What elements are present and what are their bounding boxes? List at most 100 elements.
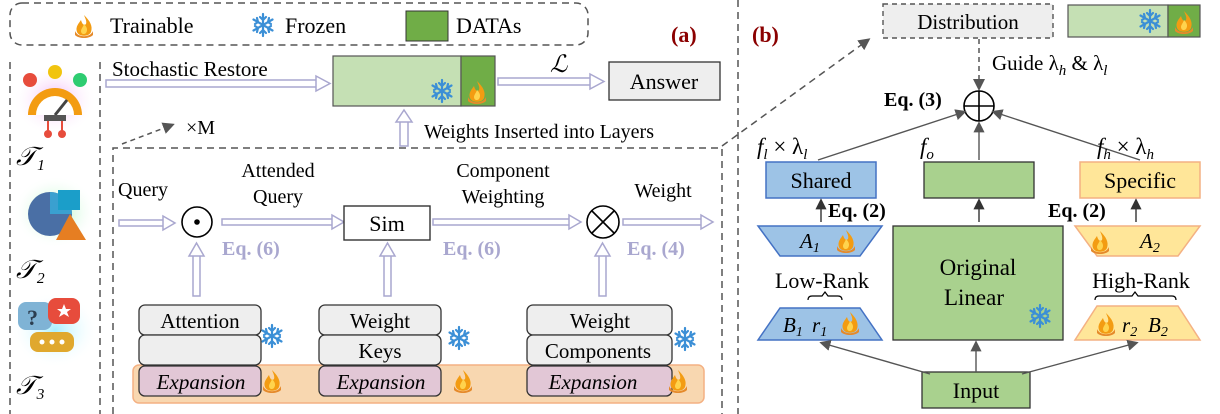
- task-1-label: 𝒯₁: [16, 142, 45, 171]
- snowflake-icon: [674, 326, 696, 352]
- attended-label-2: Query: [253, 186, 303, 208]
- b2-trapezoid: [1073, 305, 1202, 341]
- weights-inserted-arrow: [394, 108, 414, 147]
- attended-arrow: [221, 213, 346, 231]
- eq6-right: Eq. (6): [443, 238, 501, 260]
- original-linear-label-2: Linear: [944, 285, 1004, 310]
- panel-b-label: (b): [752, 22, 779, 47]
- component-label-2: Weighting: [462, 186, 545, 208]
- r2-label: r2: [1122, 313, 1137, 340]
- weight-components-module: [526, 304, 696, 397]
- low-rank-label: Low-Rank: [775, 268, 869, 293]
- eq2-right: Eq. (2): [1048, 200, 1106, 222]
- eq2-left: Eq. (2): [828, 200, 886, 222]
- weighting-arrow: [432, 213, 583, 231]
- legend: Trainable Frozen DATAs: [9, 2, 589, 46]
- original-linear-label-1: Original: [940, 255, 1017, 280]
- component-label-1: Component: [456, 160, 550, 182]
- chat-icon: ?: [11, 292, 99, 368]
- sim-label: Sim: [369, 211, 404, 236]
- guide-label: Guide λh & λl: [992, 51, 1107, 79]
- b2-label: B2: [1148, 313, 1168, 340]
- gauge-icon: [13, 64, 97, 138]
- attention-module: [138, 304, 283, 397]
- snowflake-icon: [261, 323, 283, 349]
- a1-trapezoid: [756, 225, 884, 257]
- expansion-label-2: Expansion: [336, 370, 426, 394]
- panel-a-label: (a): [671, 22, 697, 47]
- weight-keys-label-1: Weight: [350, 309, 410, 333]
- answer-label: Answer: [630, 69, 699, 94]
- svg-text:?: ?: [27, 305, 38, 330]
- repeat-label: ×M: [186, 117, 215, 139]
- attention-label: Attention: [160, 309, 240, 333]
- distribution-connector: [721, 38, 871, 147]
- b1-label: B1: [783, 313, 803, 340]
- fo-label: fo: [920, 134, 934, 163]
- fh-lambda-label: fh × λh: [1097, 134, 1154, 163]
- input-label: Input: [953, 378, 999, 403]
- r1-label: r1: [812, 313, 827, 340]
- loss-arrow: [497, 72, 606, 91]
- weight-keys-module: [318, 304, 472, 397]
- weight-out-label: Weight: [634, 180, 692, 202]
- loss-label: ℒ: [550, 52, 568, 78]
- shared-to-sum: [817, 109, 967, 161]
- expansion-label-3: Expansion: [548, 370, 638, 394]
- original-output-box: [923, 161, 1035, 199]
- tensor-product-operator: [586, 205, 620, 239]
- snowflake-icon: [252, 12, 274, 38]
- shared-box: [765, 161, 877, 199]
- query-label: Query: [118, 179, 168, 201]
- inner-frame: [112, 147, 723, 414]
- r2-brace: [1094, 291, 1177, 301]
- input-to-b1: [819, 339, 931, 375]
- specific-label: Specific: [1104, 168, 1176, 193]
- distribution-bar: [1067, 4, 1201, 38]
- dot-product-operator: [181, 206, 213, 238]
- input-to-b2: [1021, 339, 1139, 375]
- snowflake-icon: [448, 325, 470, 351]
- fire-icon: [75, 15, 93, 38]
- a1-label: A1: [798, 229, 820, 256]
- r1-brace: [807, 291, 843, 301]
- weights-inserted-label: Weights Inserted into Layers: [424, 121, 654, 143]
- a2-label: A2: [1138, 229, 1160, 256]
- attended-label-1: Attended: [241, 160, 314, 182]
- attention-up-arrow: [187, 241, 206, 297]
- stochastic-restore-label: Stochastic Restore: [112, 57, 268, 81]
- task-2-label: 𝒯₂: [16, 255, 45, 284]
- sim-box: [343, 205, 431, 241]
- data-bar: [332, 55, 496, 107]
- shared-label: Shared: [790, 168, 851, 193]
- eq4: Eq. (4): [627, 238, 685, 260]
- legend-datas: DATAs: [456, 13, 521, 38]
- task-column: 𝒯₁ 𝒯₂ ? 𝒯₃: [9, 62, 101, 414]
- repeat-arrow: [121, 122, 175, 145]
- keys-up-arrow: [378, 241, 397, 297]
- shapes-icon: [13, 176, 97, 248]
- specific-to-sum: [991, 109, 1141, 161]
- specific-box: [1079, 161, 1201, 199]
- weight-out-arrow: [622, 213, 715, 231]
- restore-arrow: [105, 74, 332, 93]
- weight-keys-label-2: Keys: [358, 339, 401, 363]
- datas-swatch: [405, 10, 449, 42]
- weight-components-label-1: Weight: [570, 309, 630, 333]
- components-up-arrow: [593, 241, 612, 297]
- high-rank-label: High-Rank: [1092, 268, 1190, 293]
- sum-operator: [963, 90, 995, 122]
- query-arrow: [118, 214, 177, 232]
- eq6-left: Eq. (6): [222, 238, 280, 260]
- eq3-label: Eq. (3): [884, 89, 942, 111]
- legend-frozen: Frozen: [285, 13, 346, 38]
- distribution-box: [882, 3, 1054, 39]
- legend-trainable: Trainable: [110, 13, 194, 38]
- weight-components-label-2: Components: [545, 339, 651, 363]
- distribution-label: Distribution: [917, 10, 1019, 34]
- answer-box: [608, 61, 721, 101]
- fl-lambda-label: fl × λl: [757, 134, 807, 163]
- expansion-label-1: Expansion: [156, 370, 246, 394]
- task-3-label: 𝒯₃: [16, 371, 45, 400]
